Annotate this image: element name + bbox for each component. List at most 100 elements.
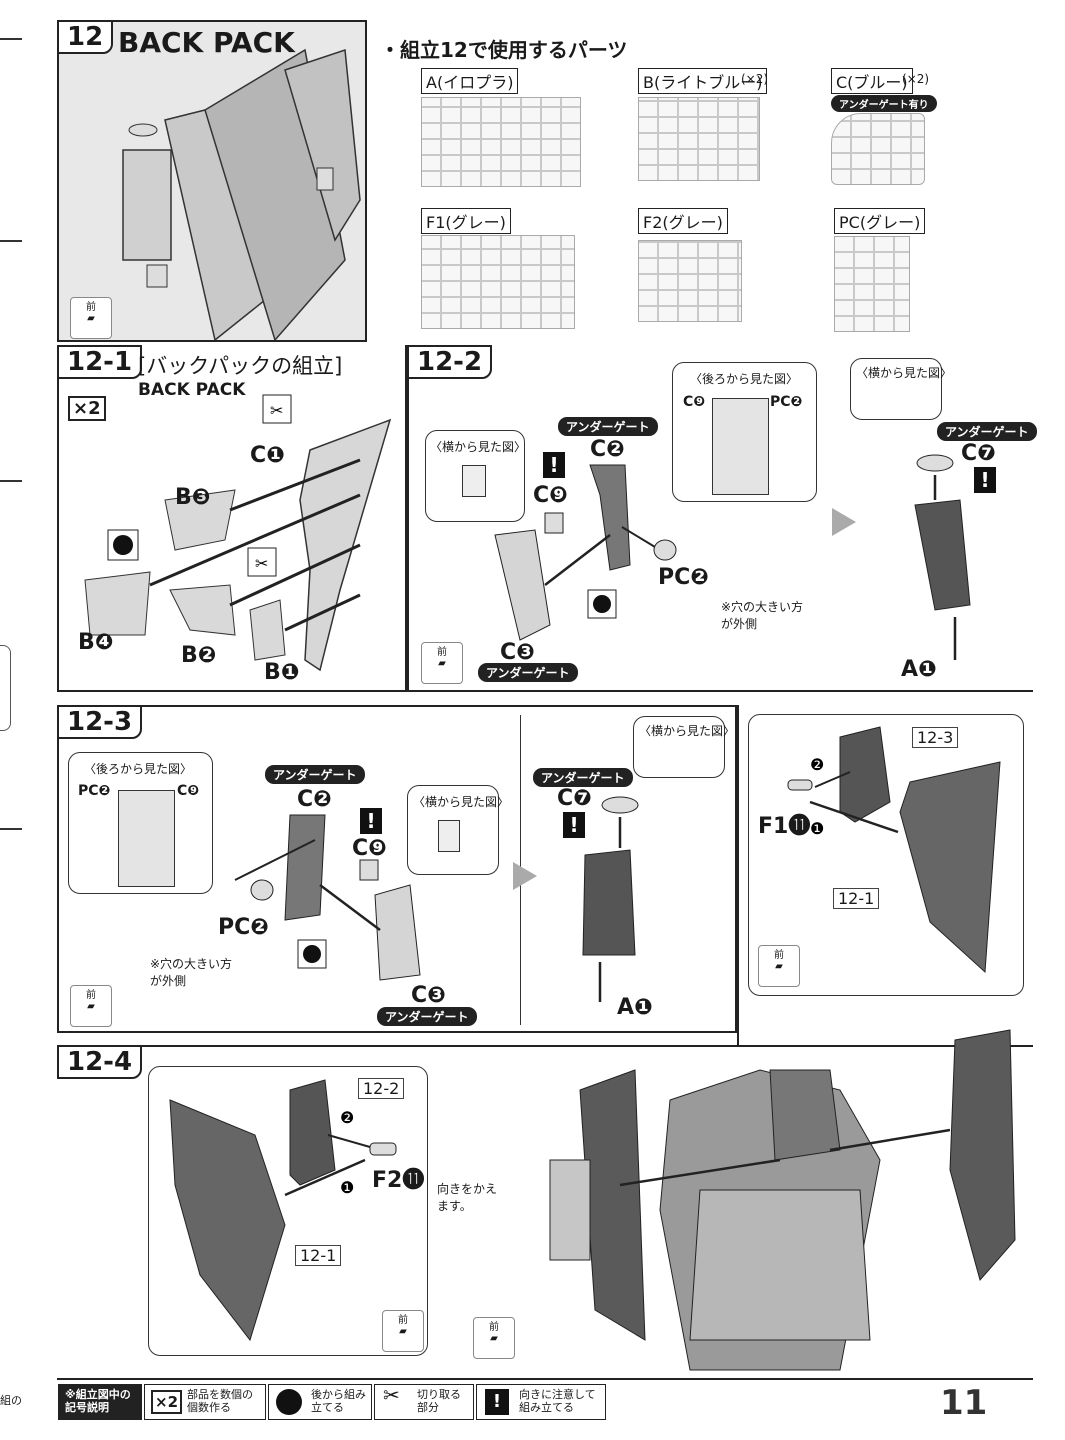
back-assembly-icon [276,1389,302,1415]
runner-pc [834,236,910,332]
runner-f2 [638,240,742,322]
front-indicator-icon: 前▰ [758,945,800,987]
step12-4-number: 12-4 [57,1045,143,1079]
parts-heading: ・組立12で使用するパーツ [380,38,628,62]
undergate-badge: アンダーゲート [937,422,1037,441]
legend-multiplier: ×2 部品を数個の個数作る [144,1384,266,1420]
hole-note: ※穴の大きい方が外側 [150,957,233,988]
svg-text:❶: ❶ [810,819,824,838]
step12-3-assembled [582,796,639,1002]
side-view-label: 〈横から見た図〉 [413,795,510,809]
runner-count-b: (×2) [741,72,769,86]
margin-bracket [0,645,11,731]
rear-pc2-label: PC❷ [770,394,803,410]
step12-number: 12 [57,20,114,54]
part-pc2-label: PC❷ [658,565,709,590]
margin-rule [0,828,22,830]
step12-title: BACK PACK [118,26,295,59]
part-c7-label: C❼ [961,441,996,466]
side-view-callout-2 [633,716,725,778]
svg-text:✂: ✂ [270,401,283,420]
side-view-part [438,820,460,852]
margin-rule [0,38,22,40]
part-a1-label: A❶ [901,657,937,682]
runner-label-a: A(イロプラ) [421,68,519,94]
runner-label-pc: PC(グレー) [834,208,926,234]
svg-text:✂: ✂ [255,554,268,573]
page-number: 11 [940,1383,988,1423]
ref-12-1: 12-1 [295,1245,342,1266]
runner-c [831,113,925,185]
side-view-label-2: 〈横から見た図〉 [639,724,736,738]
multiplier-badge: ×2 [68,396,106,421]
svg-text:❷: ❷ [340,1108,354,1127]
legend-title: ※組立図中の記号説明 [58,1384,142,1420]
svg-text:❷: ❷ [810,755,824,774]
legend-orientation: ! 向きに注意して組み立てる [476,1384,606,1420]
side-view-part [462,465,486,497]
margin-text: 組の [0,1394,22,1407]
step12-1-number: 12-1 [57,345,143,379]
rear-c9-label: C❾ [177,783,200,799]
runner-c-undergate-badge: アンダーゲート有り [831,95,937,112]
runner-label-f2: F2(グレー) [638,208,728,234]
part-c9-label: C❾ [352,836,387,861]
orientation-warning-icon: ! [543,452,565,478]
orientation-warning-icon: ! [360,808,382,834]
part-c7-label: C❼ [557,786,592,811]
runner-count-c: (×2) [902,72,930,86]
runner-label-f1: F1(グレー) [421,208,511,234]
part-a1-label: A❶ [617,995,653,1020]
part-c2-label: C❷ [590,437,625,462]
part-b4-label: B❹ [78,630,114,655]
runner-label-b: B(ライトブルー) [638,68,768,94]
rear-view-label: 〈後ろから見た図〉 [84,762,193,776]
divider [57,690,1033,692]
step12-1-subtitle: BACK PACK [138,380,246,400]
step12-2-number: 12-2 [407,345,493,379]
orientation-warning-icon: ! [974,467,996,493]
front-indicator-icon: 前▰ [70,297,112,339]
part-c2-label: C❷ [297,787,332,812]
side-view-label: 〈横から見た図〉 [430,440,527,454]
runner-f1 [421,235,575,329]
undergate-badge: アンダーゲート [377,1007,477,1026]
step12-4-diagram: ❷ ❶ [169,1079,397,1342]
rear-pc2-label: PC❷ [78,783,111,799]
step12-1-diagram: ✂ ✂ [84,394,392,672]
part-pc2-label: PC❷ [218,915,269,940]
part-c3-label: C❸ [500,640,535,665]
part-b2-label: B❷ [181,643,217,668]
part-f1-label: F1⓫ [758,814,811,839]
runner-a [421,97,581,187]
part-b1-label: B❶ [264,660,300,685]
undergate-badge: アンダーゲート [265,765,365,784]
side-view-label-2: 〈横から見た図〉 [856,366,953,380]
rear-c9-label: C❾ [683,394,706,410]
margin-rule [0,480,22,482]
rear-view-part [712,398,769,495]
warning-icon: ! [485,1389,509,1415]
step12-3-number: 12-3 [57,705,143,739]
part-c1-label: C❶ [250,443,285,468]
next-arrow-icon [832,508,856,536]
ref-12-1: 12-1 [833,888,880,909]
part-c9-label: C❾ [533,483,568,508]
undergate-badge: アンダーゲート [478,663,578,682]
rear-view-label: 〈後ろから見た図〉 [690,372,799,386]
attach-diagram: ❷ ❶ [787,726,1001,974]
multiplier-icon: ×2 [151,1390,183,1414]
rear-view-part [118,790,175,887]
legend-back-assembly: 後から組み立てる [268,1384,372,1420]
backpack-illustration [122,48,361,340]
front-indicator-icon: 前▰ [421,642,463,684]
ref-12-3: 12-3 [912,727,959,748]
undergate-badge: アンダーゲート [533,768,633,787]
undergate-badge: アンダーゲート [558,417,658,436]
ref-12-2: 12-2 [358,1078,405,1099]
step12-2-diagram [494,464,677,641]
side-view-callout-2 [850,358,942,420]
orientation-warning-icon: ! [563,812,585,838]
front-indicator-icon: 前▰ [473,1317,515,1359]
svg-text:❶: ❶ [340,1178,354,1197]
